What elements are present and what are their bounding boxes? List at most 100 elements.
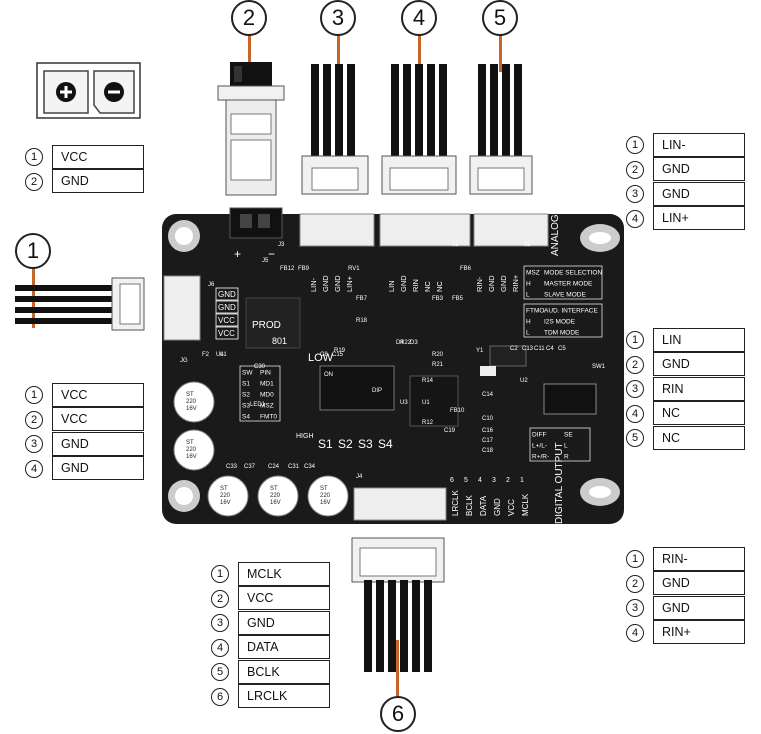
callout-1: 1 bbox=[15, 233, 51, 269]
pin-label: GND bbox=[653, 181, 745, 206]
silk-label: S2 bbox=[242, 392, 250, 399]
silk-label: C5 bbox=[558, 346, 566, 352]
pin-number: 1 bbox=[626, 136, 644, 155]
pin-label: DATA bbox=[238, 635, 330, 660]
svg-text:GND: GND bbox=[218, 290, 236, 299]
silk-label: L+/L- bbox=[532, 443, 547, 450]
silk-label: BCLK bbox=[465, 494, 474, 516]
pin-number: 4 bbox=[626, 209, 644, 228]
callout-lead-5 bbox=[499, 32, 502, 72]
silk-label: F2 bbox=[202, 352, 210, 358]
silk-label: ST bbox=[320, 486, 328, 492]
silk-label: C10 bbox=[482, 416, 494, 422]
capacitors bbox=[173, 381, 349, 517]
silk-label: AUD. INTERFACE bbox=[544, 308, 598, 315]
pin-label: GND bbox=[52, 456, 144, 481]
silk-label: FB6 bbox=[460, 266, 472, 272]
silk-label: RIN+ bbox=[511, 274, 520, 292]
dip-switch-labels: S1 S2 S3 S4 bbox=[318, 437, 393, 451]
silk-label: FB12 bbox=[280, 266, 295, 272]
silk-label: D4 bbox=[396, 340, 404, 346]
svg-text:S1: S1 bbox=[318, 437, 333, 451]
pin-number: 2 bbox=[25, 172, 43, 191]
chip-u3 bbox=[409, 375, 459, 427]
silk-label: 220 bbox=[220, 493, 231, 499]
silk-label: TDM MODE bbox=[544, 330, 580, 337]
silk-label: MASTER MODE bbox=[544, 281, 593, 288]
mount-hole-bottom-left bbox=[168, 480, 200, 512]
mount-hole-top-right bbox=[580, 224, 620, 252]
pin-number: 3 bbox=[211, 614, 229, 633]
svg-text:S2: S2 bbox=[338, 437, 353, 451]
header-j6 bbox=[163, 275, 201, 341]
silk-label: C15 bbox=[332, 352, 344, 358]
silk-label: MD0 bbox=[260, 392, 274, 399]
dip-text-label: DIP bbox=[372, 388, 382, 394]
silk-label: 220 bbox=[320, 493, 331, 499]
pin-number: 1 bbox=[25, 148, 43, 167]
silk-label: S4 bbox=[242, 414, 250, 421]
pin-label: GND bbox=[653, 571, 745, 596]
pin-label: LIN bbox=[653, 328, 745, 353]
silk-label: R bbox=[564, 454, 569, 461]
inductor-num: 801 bbox=[272, 336, 287, 346]
silk-label: FB5 bbox=[452, 296, 464, 302]
silk-label: MCLK bbox=[521, 493, 530, 516]
pin-number: 2 bbox=[211, 589, 229, 608]
pin-number: 6 bbox=[211, 687, 229, 706]
pin-label: LRCLK bbox=[238, 684, 330, 709]
pin-label: NC bbox=[653, 425, 745, 450]
callout-lead-3 bbox=[337, 32, 340, 72]
chip-u2 bbox=[489, 345, 527, 367]
silk-label: R12 bbox=[422, 420, 434, 426]
silk-label: 220 bbox=[270, 493, 281, 499]
callout-2: 2 bbox=[231, 0, 267, 36]
silk-label: C13 bbox=[522, 346, 534, 352]
pin-label: LIN- bbox=[653, 133, 745, 158]
silk-label: L bbox=[526, 292, 530, 299]
silk-label: R18 bbox=[356, 318, 368, 324]
callout-5: 5 bbox=[482, 0, 518, 36]
silk-label: LED1 bbox=[250, 402, 266, 408]
silk-label: C33 bbox=[226, 464, 238, 470]
silk-label: 6 bbox=[450, 477, 454, 484]
silk-label: RIN- bbox=[475, 276, 484, 292]
connector-3-wires bbox=[301, 64, 369, 195]
pin-number: 4 bbox=[626, 404, 644, 423]
inductor-prod: PROD bbox=[252, 320, 281, 331]
silk-label: J3 bbox=[278, 242, 285, 248]
pin-number: 3 bbox=[626, 599, 644, 618]
header-j4 bbox=[353, 487, 447, 521]
mount-hole-top-left bbox=[168, 220, 200, 252]
pin-label: VCC bbox=[52, 407, 144, 432]
silk-label: H bbox=[526, 319, 531, 326]
pin-row: 1 LIN- bbox=[626, 133, 745, 158]
silk-label: S3 bbox=[242, 403, 250, 410]
svg-text:GND: GND bbox=[218, 303, 236, 312]
silk-label: C34 bbox=[304, 464, 316, 470]
pin-number: 2 bbox=[25, 410, 43, 429]
pin-number: 3 bbox=[25, 435, 43, 454]
silk-label: RV1 bbox=[348, 266, 360, 272]
pin-number: 2 bbox=[626, 574, 644, 593]
callout-4: 4 bbox=[401, 0, 437, 36]
silk-label: PIN bbox=[260, 370, 271, 377]
silk-label: R21 bbox=[432, 362, 444, 368]
